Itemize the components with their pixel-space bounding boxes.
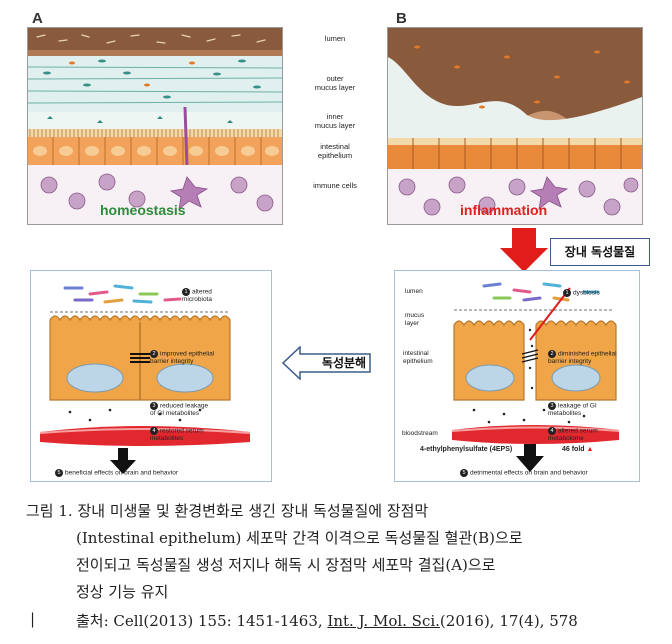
layer-label-epithelium: intestinal epithelium xyxy=(317,142,353,160)
fold-change: 46 fold ▲ xyxy=(562,446,594,453)
panel-a-letter: A xyxy=(32,10,43,27)
inflammation-label: inflammation xyxy=(460,202,548,218)
layer-label-lumen: lumen xyxy=(324,34,346,43)
detox-label: 독성분해 xyxy=(321,356,367,370)
caption-source: 출처: Cell(2013) 155: 1451-1463, Int. J. M… xyxy=(76,612,578,630)
caption-line-3: 전이되고 독성물질 생성 저지나 해독 시 장점막 세포막 결집(A)으로 xyxy=(76,556,496,574)
source-journal-underlined: Int. J. Mol. Sci. xyxy=(327,612,440,630)
homeostasis-label: homeostasis xyxy=(100,202,186,218)
br-label-epithelium: intestinal epithelium xyxy=(403,350,433,365)
br-label-lumen: lumen xyxy=(405,288,423,295)
detox-arrow-icon xyxy=(282,346,371,380)
caption-line-2: (Intestinal epithelum) 세포막 간격 이격으로 독성물질 … xyxy=(76,529,523,547)
layer-label-immune: immune cells xyxy=(313,181,357,190)
red-down-arrow-icon xyxy=(500,228,548,272)
toxin-callout: 장내 독성물질 xyxy=(550,238,650,266)
layer-label-outer-mucus: outer mucus layer xyxy=(314,74,356,92)
panel-b-inflammation-illustration xyxy=(387,27,643,225)
caption-line-4: 정상 기능 유지 xyxy=(76,583,169,601)
source-bar: | xyxy=(30,610,36,628)
panel-a-homeostasis-illustration xyxy=(27,27,283,225)
red-up-arrow-icon: ▲ xyxy=(586,446,594,453)
bottom-right-dysbiosis-illustration xyxy=(394,270,640,482)
metabolite-4eps: 4-ethylphenylsulfate (4EPS) xyxy=(420,446,513,453)
bottom-left-recovery-illustration xyxy=(30,270,272,482)
br-label-mucus: mucus layer xyxy=(405,312,425,327)
br-label-bloodstream: bloodstream xyxy=(402,430,438,437)
layer-label-inner-mucus: inner mucus layer xyxy=(314,112,356,130)
caption-line-1: 그림 1. 장내 미생물 및 환경변화로 생긴 장내 독성물질에 장점막 xyxy=(26,502,429,520)
panel-b-letter: B xyxy=(396,10,407,27)
